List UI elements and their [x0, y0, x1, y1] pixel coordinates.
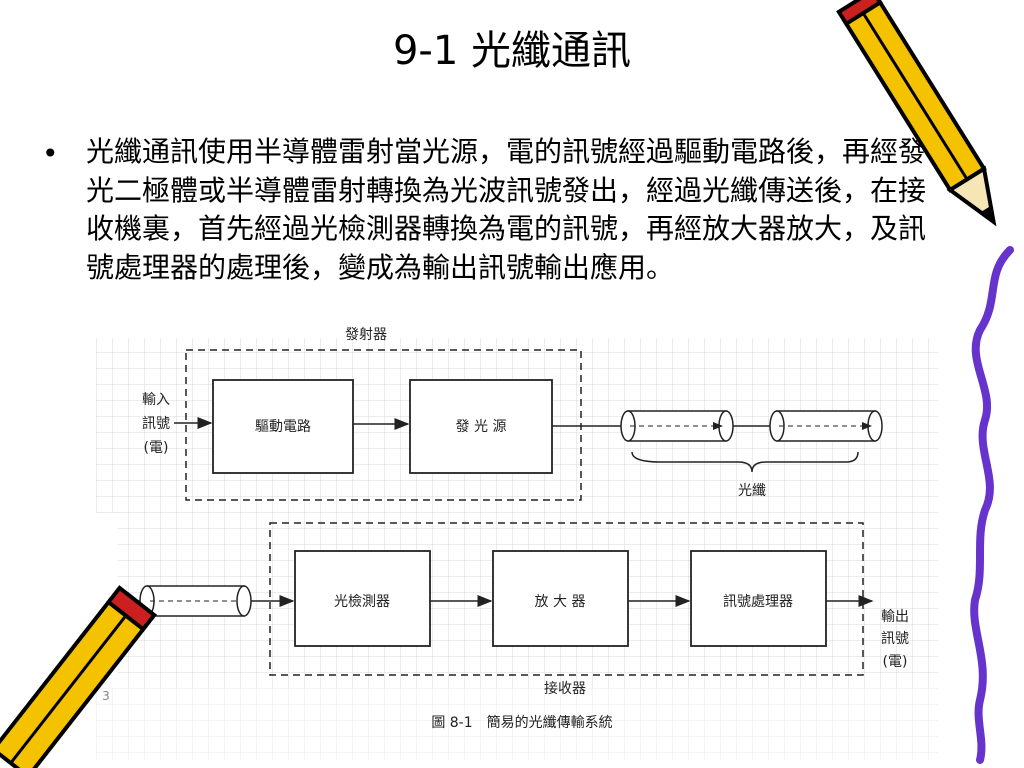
transmitter-dashed-box: [185, 349, 582, 501]
slide-title: 9-1 光纖通訊: [392, 28, 632, 74]
page-mark: 3: [102, 689, 110, 703]
fiber-label: 光纖: [738, 483, 766, 499]
figure-caption: 圖 8-1 簡易的光纖傳輸系統: [431, 715, 612, 731]
bullet-paragraph: 光纖通訊使用半導體雷射當光源，電的訊號經過驅動電路後，再經發光二極體或半導體雷射…: [86, 135, 927, 284]
input-label-2: 訊號: [142, 416, 170, 432]
signal-processor-label: 訊號處理器: [723, 594, 793, 610]
bullet-marker: •: [42, 137, 59, 170]
fiber-segment-2: [769, 410, 883, 442]
photodetector-label: 光檢測器: [334, 593, 390, 610]
output-label-1: 輸出: [881, 609, 909, 625]
drive-circuit-label: 驅動電路: [255, 419, 311, 435]
light-source-block: [409, 379, 553, 474]
fiber-segment-1: [620, 410, 734, 442]
output-label-3: (電): [883, 654, 908, 670]
fiber-brace: [631, 451, 859, 473]
input-label-1: 輸入: [142, 392, 170, 408]
transmitter-label: 發射器: [345, 327, 387, 343]
amplifier-label: 放 大 器: [535, 594, 586, 610]
light-source-label: 發 光 源: [456, 419, 507, 435]
signal-processor-block: [690, 550, 827, 647]
output-label-2: 訊號: [881, 631, 909, 647]
photodetector-block: [294, 550, 431, 647]
drive-circuit-block: [212, 379, 354, 474]
amplifier-block: [492, 550, 629, 647]
input-label-3: (電): [144, 440, 169, 456]
receiver-label: 接收器: [544, 680, 586, 697]
fiber-segment-3: [139, 585, 252, 617]
